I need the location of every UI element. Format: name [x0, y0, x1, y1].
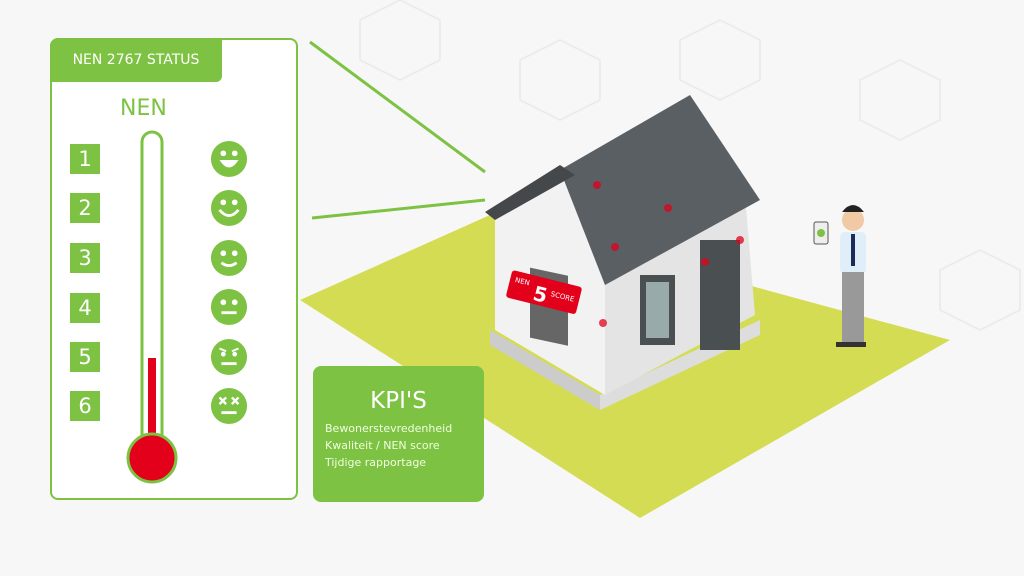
callout-line: [311, 198, 486, 220]
happy-face-icon: [210, 189, 248, 227]
level-1: 1: [70, 144, 100, 174]
callout-line: [309, 40, 486, 174]
kpi-title: KPI'S: [370, 388, 427, 414]
scale-label: NEN: [120, 96, 167, 121]
dead-face-icon: [210, 387, 248, 425]
level-6: 6: [70, 391, 100, 421]
roof: [560, 95, 760, 285]
badge-score-value: 5: [531, 281, 550, 308]
badge-nen-text: NEN: [514, 276, 530, 287]
defect-markers: [593, 181, 744, 327]
level-2: 2: [70, 193, 100, 223]
thermometer-icon: [126, 130, 178, 484]
level-3: 3: [70, 243, 100, 273]
thermometer-fill: [148, 358, 156, 458]
kpi-item: Bewonerstevredenheid: [325, 422, 453, 435]
kpi-box: KPI'S Bewonerstevredenheid Kwaliteit / N…: [313, 366, 484, 502]
smile-face-icon: [210, 239, 248, 277]
kpi-item: Tijdige rapportage: [325, 456, 427, 469]
panel-title: NEN 2767 STATUS: [50, 38, 222, 82]
kpi-item: Kwaliteit / NEN score: [325, 439, 440, 452]
inspector-figure: [813, 205, 866, 347]
nen-score-badge: NEN 5 SCORE: [506, 270, 582, 314]
level-4: 4: [70, 293, 100, 323]
neutral-face-icon: [210, 288, 248, 326]
level-5: 5: [70, 342, 100, 372]
nen-status-panel: NEN 2767 STATUS NEN 1 2 3 4 5 6: [50, 38, 298, 500]
annoyed-face-icon: [210, 338, 248, 376]
very-happy-face-icon: [210, 140, 248, 178]
